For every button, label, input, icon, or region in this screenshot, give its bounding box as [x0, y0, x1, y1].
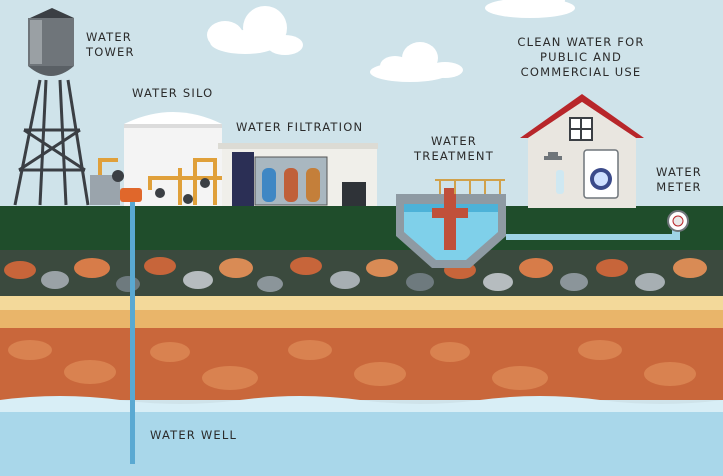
supply-pipe: [506, 234, 676, 240]
label-clean-water: CLEAN WATER FOR PUBLIC AND COMMERCIAL US…: [506, 35, 656, 80]
cloud: [207, 6, 303, 55]
label-water-meter: WATER METER: [648, 165, 710, 195]
grass-layer: [0, 206, 723, 258]
water-silo: [124, 112, 222, 206]
house: [520, 94, 644, 208]
label-water-well: WATER WELL: [150, 428, 238, 442]
well-pipe: [130, 196, 135, 464]
well-pump: [120, 188, 142, 202]
valves: [112, 170, 210, 204]
label-water-treatment-line1: WATER: [431, 134, 477, 148]
label-water-tower: WATER TOWER: [86, 30, 135, 60]
aquifer-water: [0, 412, 723, 476]
label-water-tower-line2: TOWER: [86, 45, 135, 59]
sand-layer: [0, 296, 723, 310]
water-treatment-tank: [396, 179, 506, 268]
clay-layer: [0, 310, 723, 328]
label-clean-water-line3: COMMERCIAL USE: [520, 65, 642, 79]
label-water-silo: WATER SILO: [132, 86, 214, 100]
label-water-meter-line1: WATER: [656, 165, 702, 179]
label-water-treatment: WATER TREATMENT: [408, 134, 500, 164]
soil-stones: [8, 340, 696, 390]
soil-layer: [0, 328, 723, 400]
label-water-meter-line2: METER: [656, 180, 702, 194]
water-tower: [13, 8, 90, 206]
label-clean-water-line1: CLEAN WATER FOR: [517, 35, 645, 49]
cloud: [485, 0, 575, 18]
label-water-filtration: WATER FILTRATION: [236, 120, 364, 134]
clouds: [207, 0, 575, 82]
cloud: [370, 42, 463, 82]
label-water-treatment-line2: TREATMENT: [414, 149, 494, 163]
meter-pipe: [672, 226, 680, 240]
label-clean-water-line2: PUBLIC AND: [539, 50, 623, 64]
water-filtration-building: [218, 143, 378, 208]
label-water-tower-line1: WATER: [86, 30, 132, 44]
